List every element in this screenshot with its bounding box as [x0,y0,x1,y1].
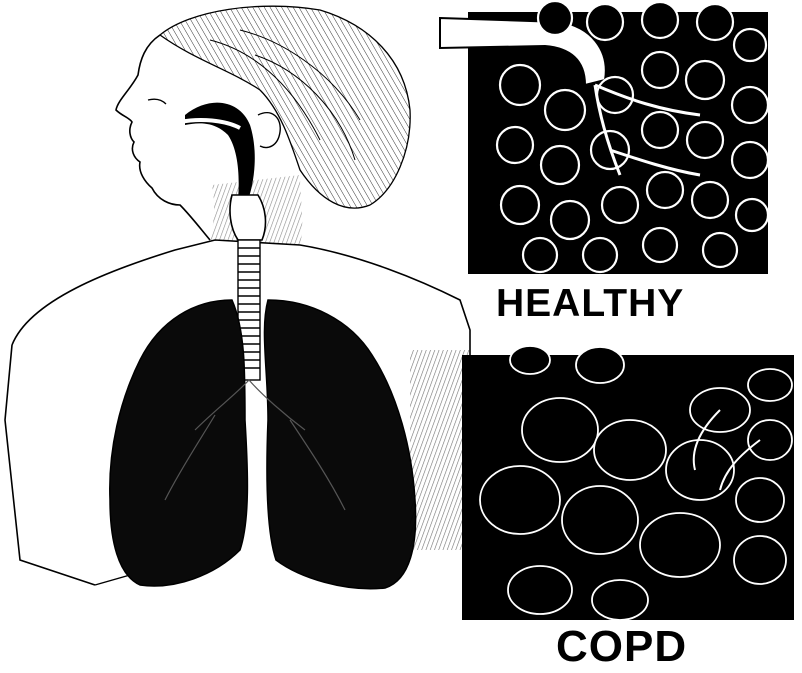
larynx [230,195,265,240]
healthy-label: HEALTHY [496,282,684,326]
right-lung [264,300,415,589]
left-lung [110,300,248,586]
human-figure [5,6,470,589]
copd-alveoli-panel [462,346,794,620]
face-profile [116,35,210,240]
healthy-alveoli-panel [440,1,768,274]
copd-label: COPD [556,622,687,672]
ear [258,113,280,148]
